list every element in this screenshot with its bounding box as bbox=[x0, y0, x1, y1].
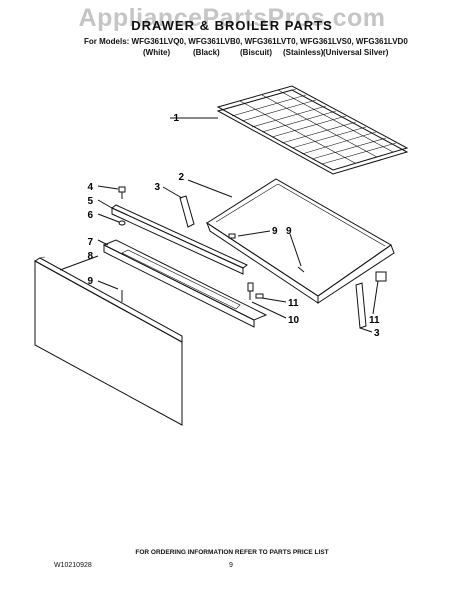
bracket-part-11-left bbox=[255, 293, 287, 303]
callout-8: 8 bbox=[87, 251, 93, 262]
callout-3-left: 3 bbox=[154, 182, 160, 193]
callout-3-right: 3 bbox=[374, 328, 380, 339]
watermark: AppliancePartsPros.com bbox=[78, 4, 386, 32]
callout-5: 5 bbox=[87, 196, 93, 207]
callout-11-left: 11 bbox=[288, 298, 299, 309]
spacer-part-6 bbox=[97, 213, 126, 226]
callout-11-right: 11 bbox=[369, 315, 380, 326]
callout-10: 10 bbox=[288, 315, 300, 326]
callout-1: 1 bbox=[173, 113, 179, 124]
callout-6: 6 bbox=[87, 210, 93, 221]
document-number: W10210928 bbox=[54, 562, 92, 569]
page-title: DRAWER & BROILER PARTS bbox=[131, 18, 333, 33]
color-white: (White) bbox=[143, 48, 171, 57]
screw-part-9-center bbox=[228, 230, 271, 239]
callout-2: 2 bbox=[178, 172, 184, 183]
broiler-pan bbox=[187, 178, 395, 304]
drawer-front-panel bbox=[33, 255, 183, 426]
model-list: For Models: WFG361LVQ0, WFG361LVB0, WFG3… bbox=[84, 37, 408, 46]
callout-4: 4 bbox=[87, 182, 93, 193]
clip-part-10 bbox=[247, 282, 287, 319]
drawer-bracket bbox=[97, 199, 248, 275]
callout-9-center: 9 bbox=[272, 226, 278, 237]
page-number: 9 bbox=[229, 562, 233, 569]
callout-9-right: 9 bbox=[286, 226, 292, 237]
color-universal-silver: (Universal Silver) bbox=[323, 48, 389, 57]
oven-rack bbox=[170, 85, 409, 175]
callout-7: 7 bbox=[87, 237, 93, 248]
color-black: (Black) bbox=[193, 48, 220, 57]
screw-part-9-left bbox=[97, 280, 123, 302]
screw-part-9-right bbox=[289, 233, 305, 273]
color-biscuit: (Biscuit) bbox=[240, 48, 272, 57]
color-stainless: (Stainless) bbox=[283, 48, 324, 57]
drawer-slide-right bbox=[355, 282, 373, 333]
ordering-note: FOR ORDERING INFORMATION REFER TO PARTS … bbox=[135, 549, 329, 556]
drawer-liner bbox=[97, 239, 268, 328]
drawer-slide-left bbox=[162, 186, 195, 228]
screw-part-4 bbox=[97, 185, 126, 199]
callout-9-left: 9 bbox=[87, 276, 93, 287]
bracket-part-11-right bbox=[372, 271, 387, 315]
